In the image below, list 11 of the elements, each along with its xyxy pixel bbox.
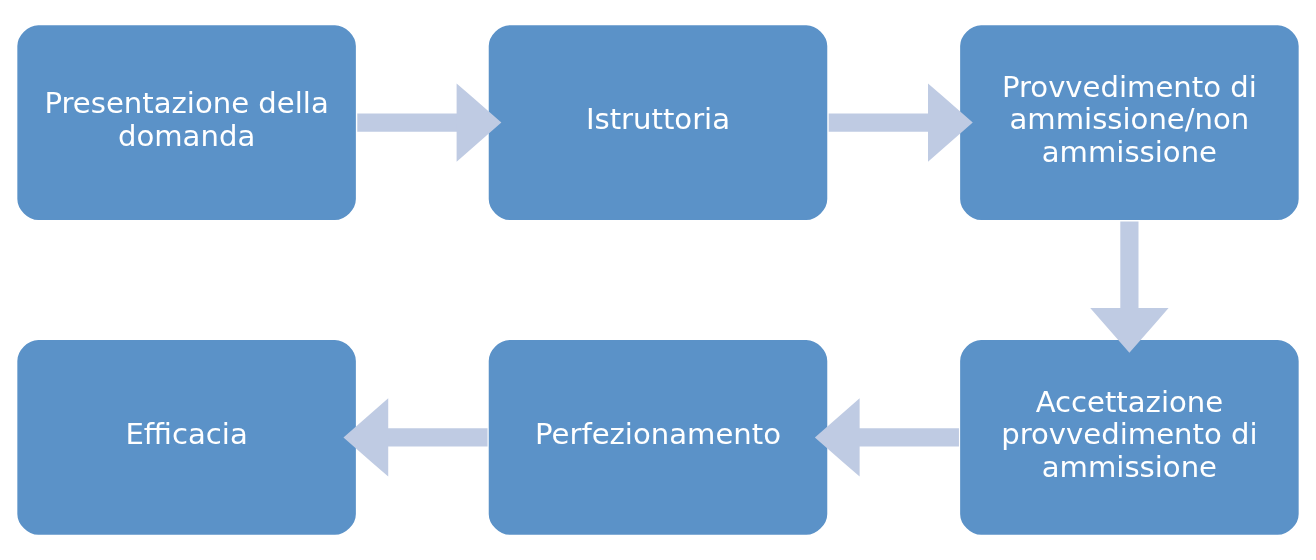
arrow	[814, 398, 959, 477]
node-box: Provvedimento di ammissione/non ammissione	[958, 23, 1301, 222]
node-box: Istruttoria	[486, 23, 830, 222]
arrow	[343, 398, 488, 477]
node-box: Perfezionamento	[486, 338, 830, 537]
arrow	[357, 83, 502, 162]
arrow	[828, 83, 973, 162]
node-box: Accettazione provvedimento di ammissione	[958, 338, 1301, 537]
arrow	[1090, 221, 1169, 353]
node-box: Presentazione della domanda	[15, 23, 358, 222]
node-box: Efficacia	[15, 338, 358, 537]
